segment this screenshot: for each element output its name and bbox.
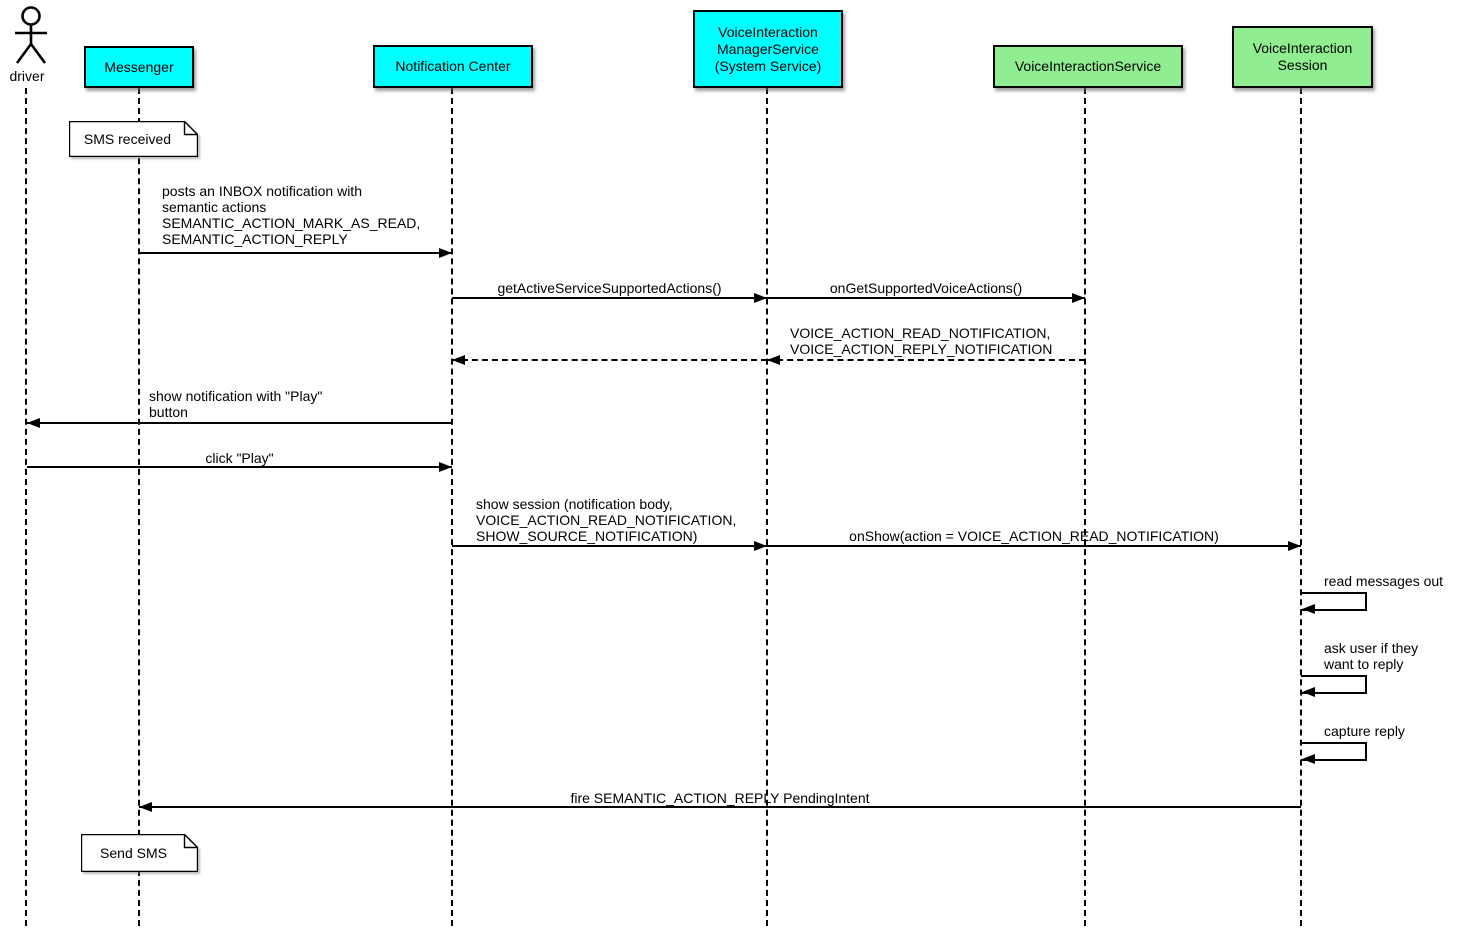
- self-call-loop: [1301, 675, 1367, 694]
- note-sms-received: SMS received: [69, 121, 198, 157]
- arrowhead-left-icon: [1302, 604, 1315, 614]
- arrowhead-left-icon: [1302, 687, 1315, 697]
- note-shape-icon: [81, 834, 198, 872]
- participant-voice-interaction-manager-service: VoiceInteraction ManagerService (System …: [693, 10, 843, 88]
- arrowhead-right-icon: [754, 541, 767, 551]
- actor-driver-label: driver: [9, 68, 45, 84]
- note-send-sms-text: Send SMS: [100, 845, 167, 861]
- message-on-get-supported-line: [767, 297, 1085, 299]
- arrowhead-right-icon: [1072, 293, 1085, 303]
- message-show-session-line: [452, 545, 767, 547]
- message-on-show-line: [767, 545, 1301, 547]
- message-capture-reply-label: capture reply: [1324, 723, 1405, 739]
- message-posts-inbox-line: [139, 252, 452, 254]
- message-click-play-label: click "Play": [205, 450, 274, 466]
- message-get-active-service-label: getActiveServiceSupportedActions(): [497, 280, 722, 296]
- message-read-messages-label: read messages out: [1324, 573, 1444, 589]
- arrowhead-right-icon: [754, 293, 767, 303]
- message-fire-pending-intent-line: [139, 806, 1301, 808]
- note-sms-received-text: SMS received: [83, 131, 172, 147]
- message-voice-actions-return-line-segment: [767, 359, 1085, 361]
- lifeline-voice-interaction-manager-service: [766, 88, 768, 926]
- lifeline-messenger: [138, 88, 140, 926]
- self-call-loop: [1301, 742, 1367, 761]
- actor-driver: driver: [0, 6, 54, 84]
- message-click-play-line: [27, 466, 452, 468]
- arrowhead-left-icon: [27, 418, 40, 428]
- arrowhead-right-icon: [439, 462, 452, 472]
- message-ask-user-label: ask user if they want to reply: [1324, 640, 1419, 672]
- message-posts-inbox-label: posts an INBOX notification with semanti…: [162, 183, 421, 247]
- lifeline-notification-center: [451, 88, 453, 926]
- message-get-active-service-line: [452, 297, 767, 299]
- message-show-notification-line: [27, 422, 452, 424]
- message-voice-actions-return-line-segment: [452, 359, 767, 361]
- note-send-sms: Send SMS: [81, 834, 198, 872]
- arrowhead-right-icon: [1288, 541, 1301, 551]
- lifeline-voice-interaction-service: [1084, 88, 1086, 926]
- lifeline-driver: [25, 88, 27, 926]
- participant-messenger: Messenger: [84, 46, 194, 88]
- participant-voice-interaction-session: VoiceInteraction Session: [1232, 26, 1373, 88]
- message-voice-actions-return-label: VOICE_ACTION_READ_NOTIFICATION, VOICE_AC…: [790, 325, 1053, 357]
- lifeline-voice-interaction-session: [1300, 88, 1302, 926]
- arrowhead-right-icon: [439, 248, 452, 258]
- participant-notification-center: Notification Center: [373, 45, 533, 88]
- arrowhead-left-icon: [767, 355, 780, 365]
- message-on-show-label: onShow(action = VOICE_ACTION_READ_NOTIFI…: [849, 528, 1219, 544]
- arrowhead-left-icon: [139, 802, 152, 812]
- message-show-session-label: show session (notification body, VOICE_A…: [476, 496, 737, 544]
- message-on-get-supported-label: onGetSupportedVoiceActions(): [829, 280, 1023, 296]
- message-show-notification-label: show notification with "Play" button: [149, 388, 323, 420]
- arrowhead-left-icon: [452, 355, 465, 365]
- participant-voice-interaction-service: VoiceInteractionService: [993, 45, 1183, 88]
- message-fire-pending-intent-label: fire SEMANTIC_ACTION_REPLY PendingIntent: [570, 790, 870, 806]
- arrowhead-left-icon: [1302, 754, 1315, 764]
- actor-stick-figure-icon: [14, 6, 47, 64]
- note-shape-icon: [69, 121, 198, 157]
- self-call-loop: [1301, 592, 1367, 611]
